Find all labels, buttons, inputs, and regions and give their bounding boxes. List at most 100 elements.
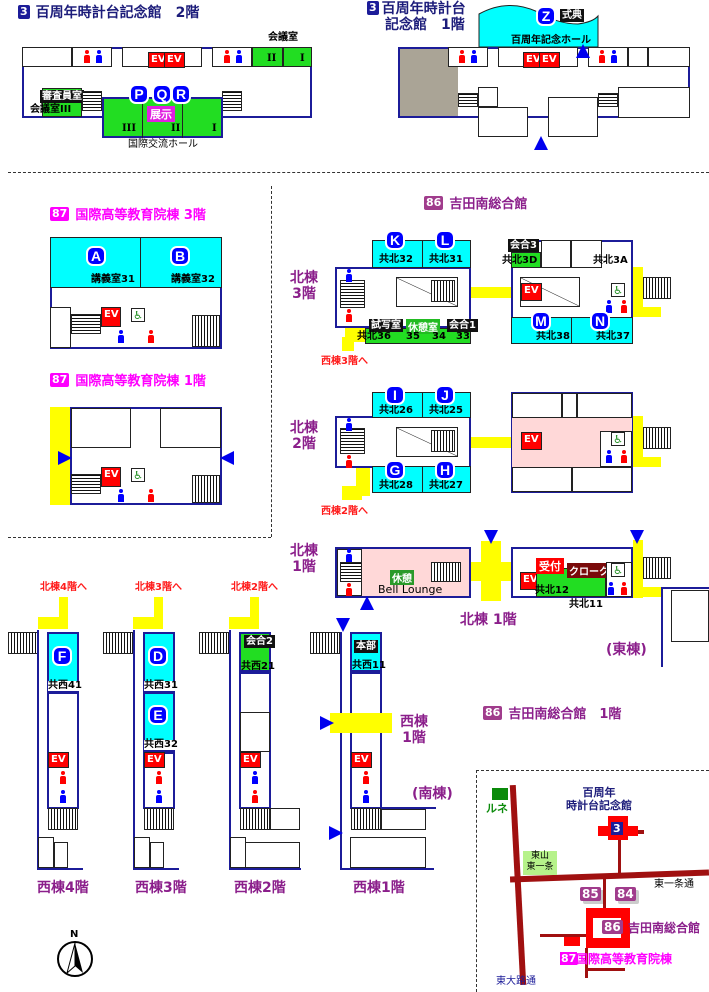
room-label: 共西11 [352, 660, 386, 671]
meeting-room-III-label: 会議室III [30, 104, 72, 115]
room [230, 837, 246, 868]
marker-A[interactable]: A [86, 246, 106, 266]
building-84-badge[interactable]: 84 [615, 887, 636, 901]
room-label: 共西32 [144, 739, 178, 750]
marker-M[interactable]: M [531, 311, 551, 331]
room [671, 590, 709, 642]
marker-E[interactable]: E [148, 705, 168, 725]
room-34-label: 34 [432, 331, 446, 342]
marker-J[interactable]: J [435, 385, 455, 405]
stairs [643, 277, 671, 299]
to-north-3f-link[interactable]: 北棟3階へ [135, 582, 182, 593]
section-divider [271, 186, 272, 537]
meeting-room-II[interactable]: II [252, 47, 283, 67]
cloakroom-label: クローク [567, 563, 611, 578]
corridor-rooms [350, 672, 382, 809]
room [478, 107, 528, 137]
connecting-passage [330, 713, 392, 733]
elevator-icon: EV [164, 52, 185, 68]
meeting-room-I[interactable]: I [283, 47, 312, 67]
judges-room-label: 審査員室 [40, 90, 84, 103]
inset-frame [476, 770, 709, 992]
room-12-label: 共北12 [535, 585, 569, 596]
marker-D[interactable]: D [148, 646, 168, 666]
to-west-3f-link[interactable]: 西棟3階へ [321, 356, 368, 367]
west-1f-caption: 西棟1階 [353, 880, 405, 896]
connecting-passage [471, 437, 511, 448]
room [134, 837, 150, 868]
building-86-name: 吉田南総合館 [628, 921, 701, 935]
room-label: 講義室31 [91, 274, 135, 285]
title-text: 吉田南総合館 [449, 197, 528, 212]
room [50, 307, 71, 348]
room [245, 842, 300, 868]
building-87-badge[interactable]: 87 [560, 952, 578, 965]
marker-N[interactable]: N [590, 311, 610, 331]
room-kyohoku-3D[interactable] [511, 252, 541, 268]
marker-F[interactable]: F [52, 646, 72, 666]
marker-R[interactable]: R [171, 84, 191, 104]
passage [342, 486, 362, 500]
marker-P[interactable]: P [129, 84, 149, 104]
passage [633, 416, 643, 466]
east-wing-wall [661, 587, 709, 589]
ceremony-label: 式典 [560, 9, 584, 22]
building-3-badge[interactable]: 3 [611, 822, 623, 835]
building-badge: 3 [18, 5, 30, 19]
stairs [340, 562, 362, 582]
wall [37, 630, 39, 870]
higashiyama-station[interactable]: 東山東一条 [523, 851, 557, 875]
meeting-3-label: 会合3 [508, 239, 539, 252]
label-line2: 3階 [292, 286, 316, 303]
marker-K[interactable]: K [385, 230, 405, 250]
rune-label[interactable]: ルネ [486, 802, 508, 815]
building-87 [564, 937, 580, 946]
female-restroom-icon [223, 50, 231, 63]
compass-arrow-icon [57, 941, 93, 977]
marker-G[interactable]: G [385, 460, 405, 480]
label-line2: 2階 [292, 436, 316, 453]
east-wing-label: (東棟) [606, 642, 647, 658]
female-restroom-icon [147, 330, 155, 343]
marker-B[interactable]: B [170, 246, 190, 266]
stairs [222, 91, 242, 111]
restroom [72, 47, 112, 67]
path [603, 878, 606, 908]
connecting-passage [471, 562, 511, 581]
male-restroom-icon [610, 50, 618, 63]
building-85-badge[interactable]: 85 [580, 887, 601, 901]
marker-L[interactable]: L [435, 230, 455, 250]
entrance-arrow-icon [220, 451, 234, 465]
passage [633, 307, 661, 317]
building-86-badge[interactable]: 86 [602, 920, 623, 934]
to-north-2f-link[interactable]: 北棟2階へ [231, 582, 278, 593]
female-restroom-icon [620, 450, 628, 463]
marker-I[interactable]: I [385, 385, 405, 405]
room [577, 393, 632, 418]
room [381, 809, 426, 830]
room [22, 47, 72, 67]
marker-Z[interactable]: Z [536, 6, 556, 26]
to-west-2f-link[interactable]: 西棟2階へ [321, 506, 368, 517]
room-label: 共北27 [429, 480, 463, 491]
marker-H[interactable]: H [435, 460, 455, 480]
elevator-icon: EV [101, 307, 121, 327]
room-33-label: 33 [456, 331, 470, 342]
label-line2: 時計台記念館 [566, 799, 632, 812]
room [562, 393, 577, 418]
to-north-4f-link[interactable]: 北棟4階へ [40, 582, 87, 593]
label-line1: 百周年 [582, 786, 616, 799]
room-label: 講義室32 [171, 274, 215, 285]
female-restroom-icon [362, 771, 370, 784]
north-compass: N [54, 930, 96, 980]
room-36-label: 共北36 [357, 331, 391, 342]
marker-Q[interactable]: Q [152, 84, 172, 104]
room [628, 47, 648, 67]
path [618, 840, 621, 875]
street-label: 東一条通 [654, 879, 694, 890]
entrance-arrow-icon [484, 530, 498, 544]
male-restroom-icon [345, 418, 353, 431]
room-label: 共北37 [596, 331, 630, 342]
